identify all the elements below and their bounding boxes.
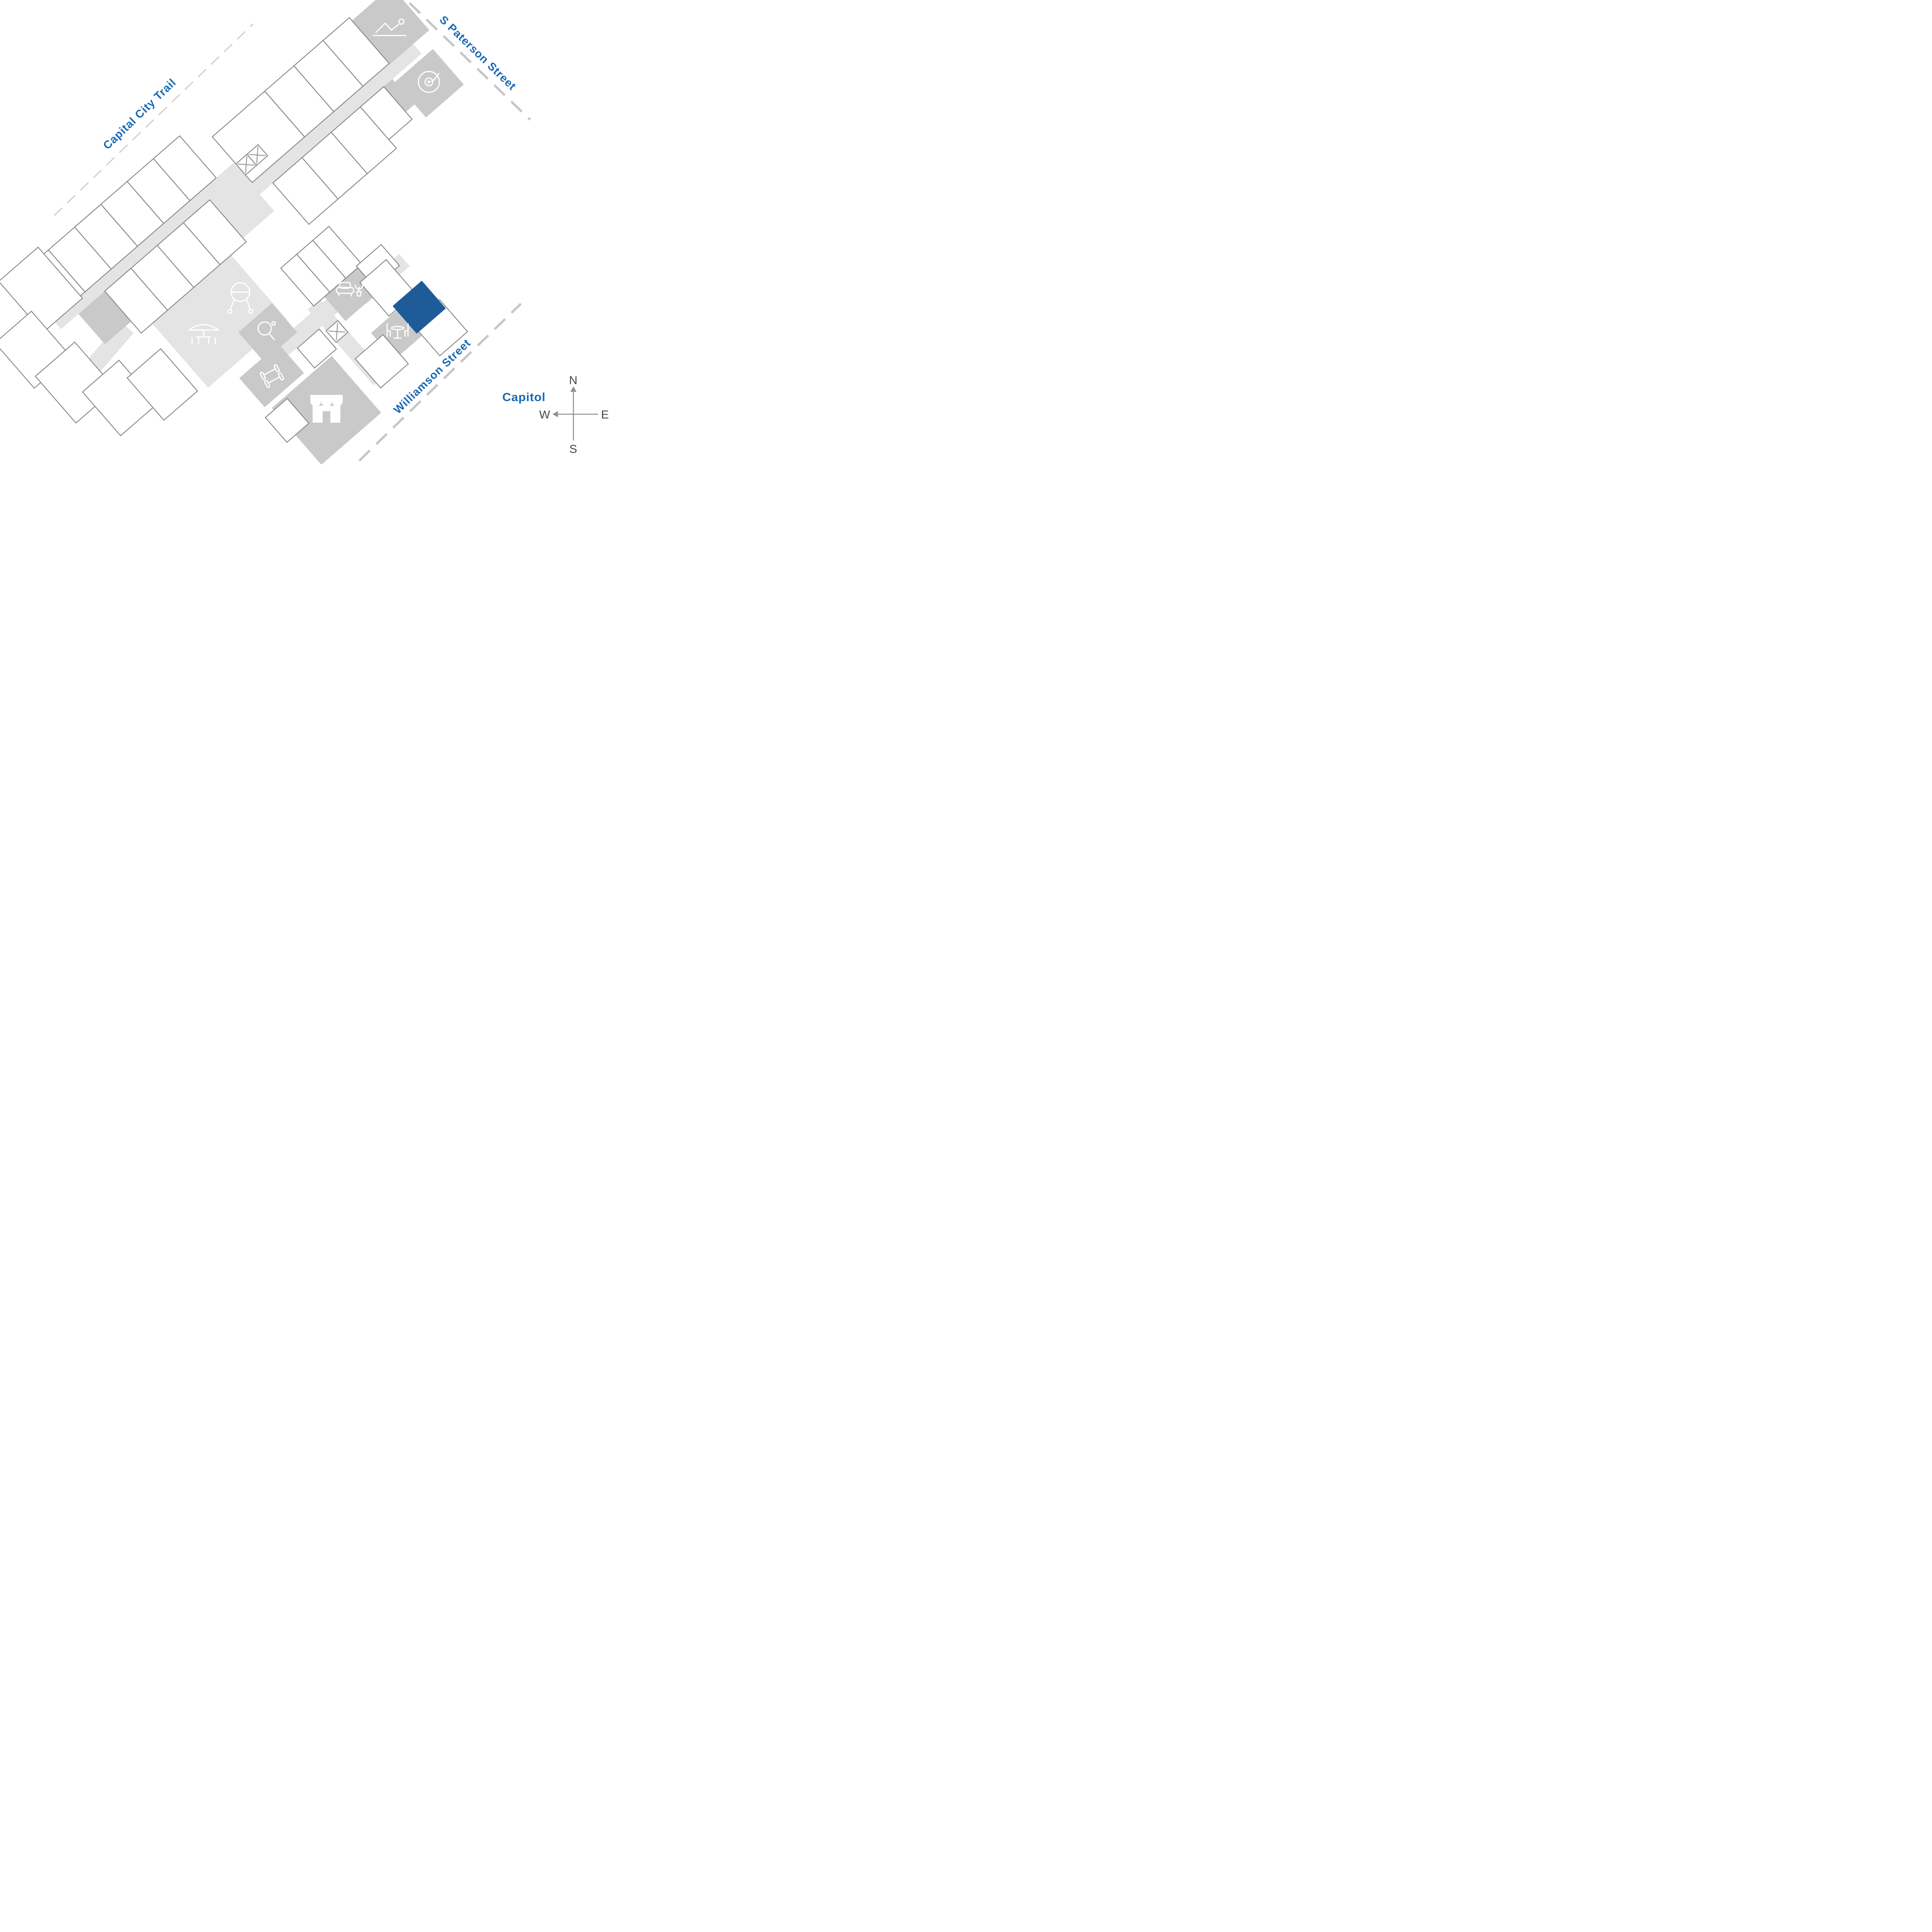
selected-unit[interactable] [393,281,446,334]
north-arrow-icon [570,386,577,392]
dining-table-icon [386,323,409,339]
elevator-icon [235,144,269,176]
record-icon [418,71,440,93]
unit [360,86,413,140]
grill-icon [227,282,253,314]
unit [322,17,390,87]
site-map: Capital City Trail S Paterson Street Wil… [0,0,609,464]
store-icon [310,395,343,423]
unit [183,199,247,265]
gym-area [239,344,304,408]
compass-s: S [569,443,577,456]
compass-w: W [539,408,550,421]
site-map-page: Capital City Trail S Paterson Street Wil… [0,0,610,464]
west-wing-halls [53,162,242,329]
fitness-area [352,0,430,65]
fitness-icon [372,19,406,36]
amenity-room [78,291,131,344]
unit [153,135,217,201]
courtyard [150,252,287,388]
elevator-icon [325,320,349,343]
compass-e: E [601,408,609,421]
unit [312,226,362,279]
corridor [218,43,422,223]
unit [296,328,337,369]
west-arrow-icon [553,411,558,417]
compass: N S W E [539,374,609,456]
entry-path [85,321,134,374]
north-wing-units [211,17,413,225]
corridor [53,162,242,329]
lounge-icon [336,282,364,297]
capital-city-trail-path [53,23,254,216]
s-paterson-street-path [408,2,531,121]
williamson-street-path [358,303,522,462]
ping-pong-icon [257,321,276,340]
unit [0,247,83,333]
label-capitol: Capitol [502,390,546,404]
patio-umbrella-icon [188,324,219,345]
unit [354,334,409,389]
west-wing-amenities [78,291,131,344]
unit [265,398,310,443]
compass-n: N [569,374,578,387]
ping-pong-area [238,303,298,362]
amenity-connector [384,79,415,112]
west-wing-units [21,135,247,334]
label-capital-city-trail: Capital City Trail [101,77,179,152]
unit [126,348,198,421]
gym-icon [259,364,284,388]
